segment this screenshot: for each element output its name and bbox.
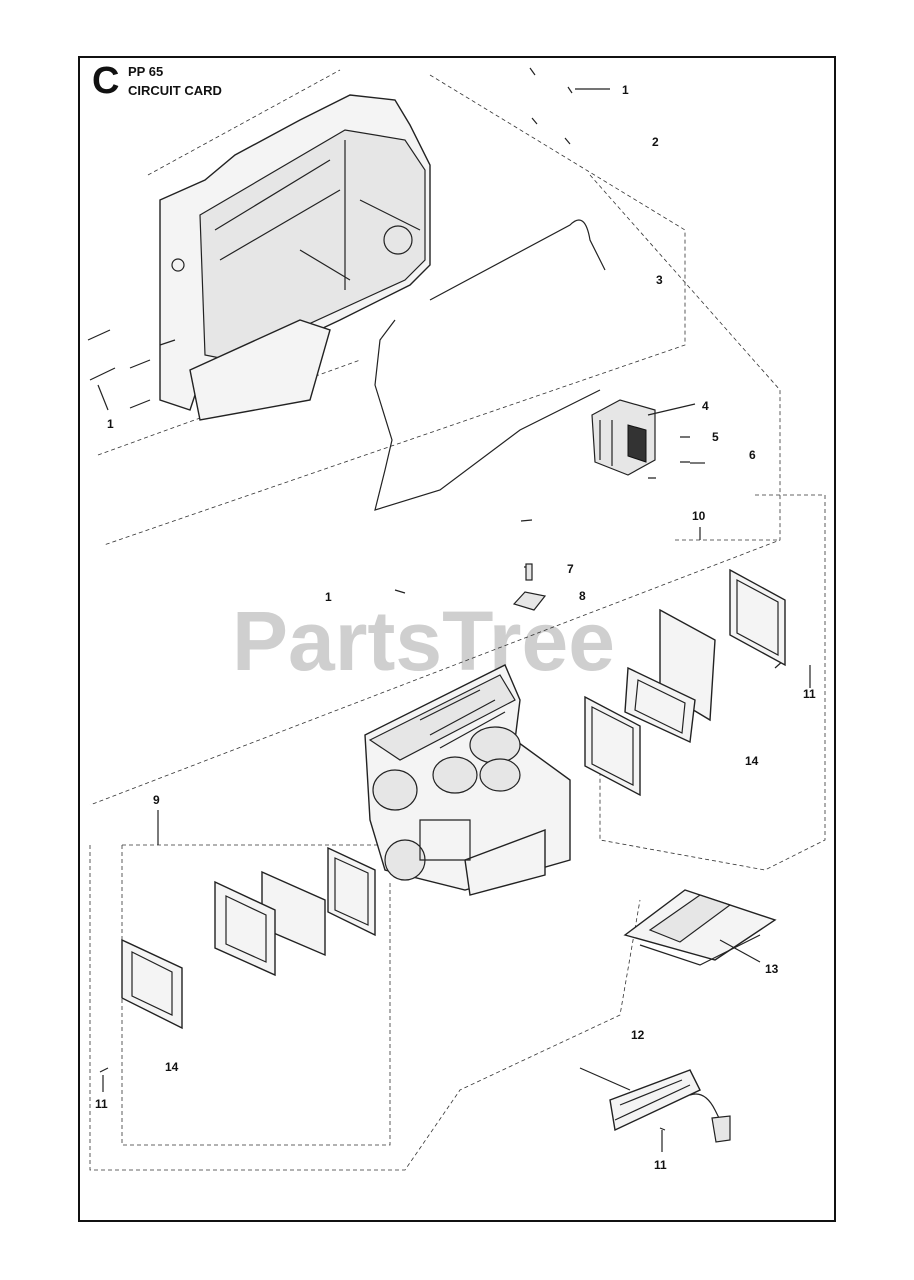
part-7-8-bracket: [512, 563, 547, 611]
part-6-circuit-card: [364, 664, 571, 896]
callout-10: 10: [692, 509, 706, 523]
callout-12: 12: [631, 1028, 645, 1042]
callout-1-top: 1: [622, 83, 629, 97]
callout-4: 4: [702, 399, 709, 413]
part-13-panel: [623, 889, 777, 966]
callout-11-bottom: 11: [654, 1158, 667, 1172]
part-3-wire: [374, 219, 606, 511]
callout-1-left: 1: [107, 417, 114, 431]
diagram-title: CIRCUIT CARD: [128, 83, 222, 98]
callout-13: 13: [765, 962, 779, 976]
callout-14-left: 14: [165, 1060, 179, 1074]
callout-6: 6: [749, 448, 756, 462]
callout-3: 3: [656, 273, 663, 287]
part-4-connector: [591, 399, 656, 476]
watermark: PartsTree: [232, 594, 615, 688]
callout-11-right: 11: [803, 687, 816, 701]
section-letter: C: [92, 60, 120, 102]
callout-5: 5: [712, 430, 719, 444]
leader-lines: [97, 88, 811, 1152]
part-10-duct-right: [584, 568, 786, 797]
part-9-duct-left: [121, 846, 376, 1030]
callout-14-right: 14: [745, 754, 759, 768]
part-2-housing: [159, 94, 431, 421]
callout-11-left: 11: [95, 1097, 108, 1111]
callout-7: 7: [567, 562, 574, 576]
callout-labels: 1 2 3 1 4 5 6 10 7 8 1 11 14 9 14 11 13 …: [95, 83, 816, 1172]
part-12-terminal-board: [609, 1069, 731, 1143]
callout-8: 8: [579, 589, 586, 603]
model-title: PP 65: [128, 64, 164, 79]
callout-9: 9: [153, 793, 160, 807]
diagram-frame: [78, 56, 836, 1222]
callout-2: 2: [652, 135, 659, 149]
assembly-guide-lines: [89, 69, 826, 1171]
callout-1-middle: 1: [325, 590, 332, 604]
